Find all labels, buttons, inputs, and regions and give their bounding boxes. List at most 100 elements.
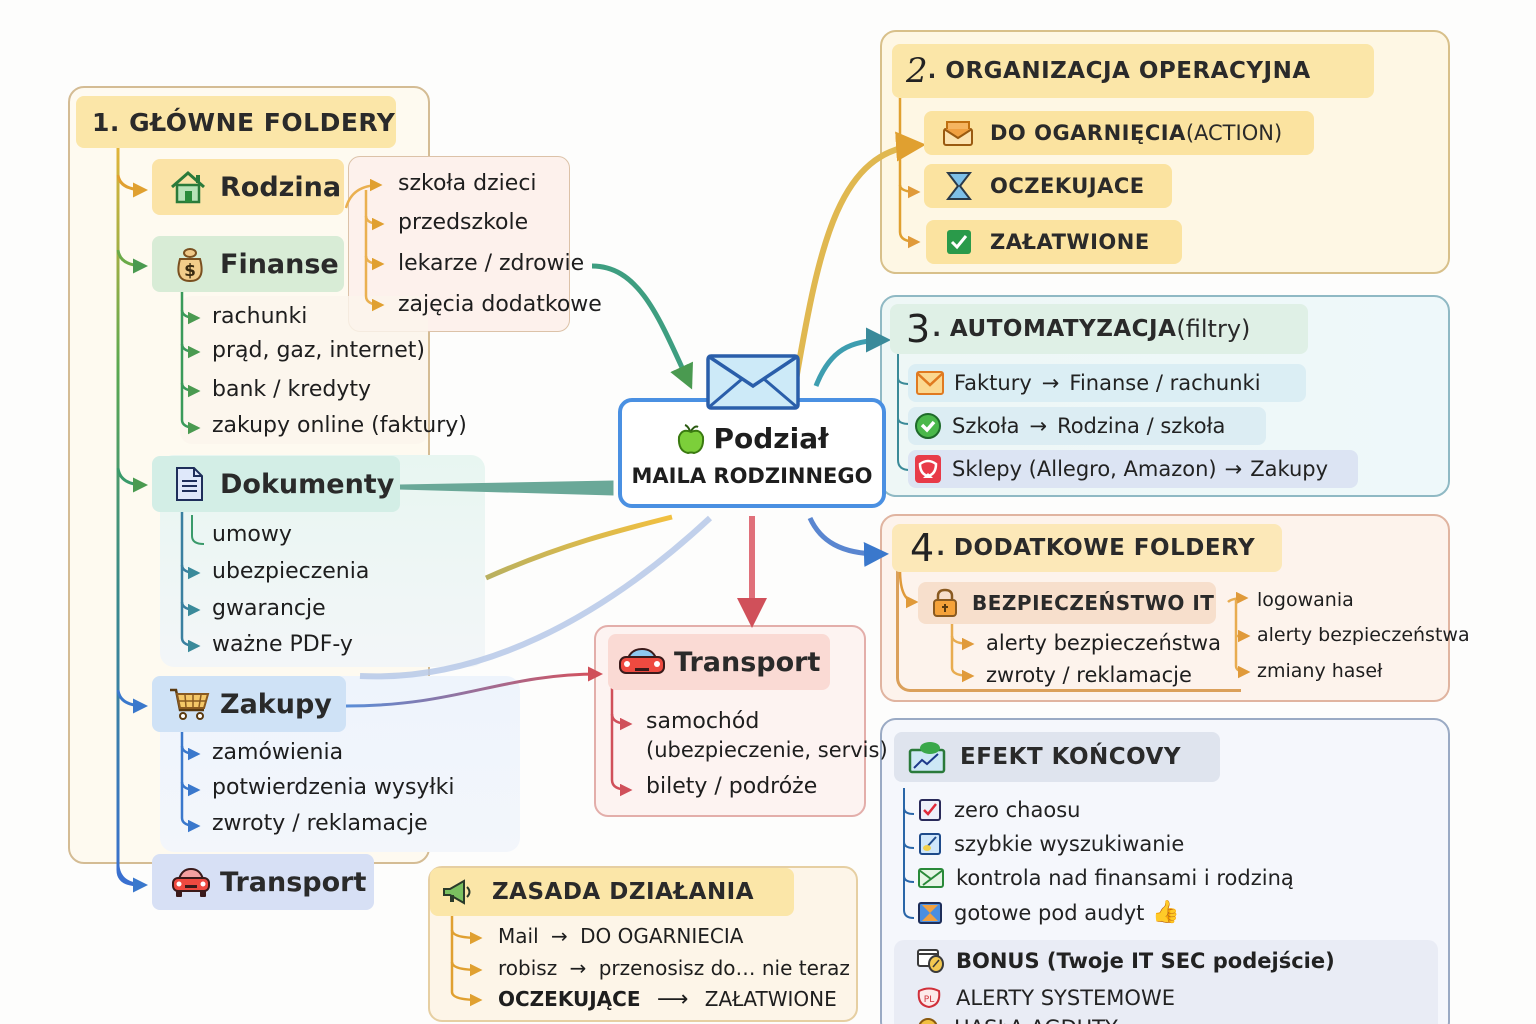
section3-title: . AUTOMATYZACJA (932, 316, 1177, 342)
badge-icon (916, 948, 946, 974)
envelope-green-icon (918, 867, 944, 889)
folder-label: Rodzina (220, 171, 342, 203)
list-item[interactable]: bank / kredyty (212, 377, 371, 402)
efekt-label: szybkie wyszukiwanie (954, 832, 1185, 856)
folder-finanse[interactable]: $ Finanse (152, 236, 344, 292)
section4-title: . DODATKOWE FOLDERY (936, 535, 1256, 561)
alert-icon: PL (916, 987, 942, 1009)
efekt-label: kontrola nad finansami i rodziną (956, 866, 1294, 890)
status-label: OCZEKUJACE (990, 174, 1145, 198)
list-item[interactable]: potwierdzenia wysyłki (212, 775, 455, 800)
section3-header: 3 . AUTOMATYZACJA (filtry) (890, 304, 1308, 354)
folder-bezpieczenstwo-it[interactable]: BEZPIECZEŃSTWO IT (918, 582, 1216, 624)
list-item[interactable]: zakupy online (faktury) (212, 413, 467, 438)
list-item[interactable]: alerty bezpieczeństwa (1257, 624, 1470, 646)
bonus-label: ALERTY SYSTEMOWE (956, 986, 1175, 1010)
list-item[interactable]: zwroty / reklamacje (986, 663, 1192, 687)
list-item[interactable]: logowania (1257, 589, 1354, 611)
rule-from: Sklepy (Allegro, Amazon) (952, 457, 1217, 481)
list-item[interactable]: ubezpieczenia (212, 559, 370, 584)
svg-text:$: $ (184, 261, 196, 281)
arrow-icon: → (1029, 414, 1048, 438)
zasada-line: OCZEKUJĄCE ⟶ ZAŁATWIONE (498, 987, 837, 1012)
step-from: robisz (498, 956, 558, 980)
list-item[interactable]: zwroty / reklamacje (212, 811, 428, 836)
bonus-panel (894, 940, 1438, 1024)
list-item[interactable]: zamówienia (212, 740, 344, 765)
step-to: DO OGARNIECIA (580, 924, 744, 948)
folder-transport[interactable]: Transport (152, 854, 374, 910)
search-note-icon (918, 832, 942, 856)
link-center-section3 (813, 327, 891, 387)
center-node[interactable]: Podział MAILA RODZINNEGO (618, 398, 886, 508)
list-item[interactable]: prąd, gaz, internet) (212, 338, 425, 363)
zasada-line: robisz → przenosisz do… nie teraz (498, 956, 850, 980)
folder-label: Finanse (220, 248, 339, 280)
section2-number: 2 (906, 51, 928, 91)
checkbox-icon (946, 229, 972, 255)
arrow-icon: → (569, 956, 587, 980)
center-subtitle: MAILA RODZINNEGO (631, 464, 873, 488)
status-zalatwione[interactable]: ZAŁATWIONE (926, 220, 1182, 264)
filter-rule[interactable]: Faktury → Finanse / rachunki (908, 364, 1306, 402)
section3-title-suffix: (filtry) (1176, 315, 1251, 343)
bonus-title: BONUS (Twoje IT SEC podejście) (956, 949, 1335, 973)
center-title: Podział (713, 422, 829, 455)
folder-label: Transport (220, 866, 367, 898)
step-to: ZAŁATWIONE (704, 987, 837, 1011)
transport-label: Transport (674, 646, 821, 678)
list-item[interactable]: zajęcia dodatkowe (398, 292, 602, 317)
list-item-detail: (ubezpieczenie, servis) (646, 738, 888, 762)
efekt-item: zero chaosu (918, 798, 1080, 822)
megaphone-icon (442, 879, 474, 905)
bonus-item: HASŁA AGDUTY (916, 1016, 1118, 1024)
folder-dokumenty[interactable]: Dokumenty (152, 456, 400, 512)
list-item[interactable]: zmiany haseł (1257, 660, 1383, 682)
status-do-ogarniecia[interactable]: DO OGARNIĘCIA (ACTION) (924, 111, 1314, 155)
rule-to: Finanse / rachunki (1069, 371, 1261, 395)
padlock-icon (932, 588, 958, 618)
chart-icon (908, 740, 946, 774)
folder-zakupy[interactable]: Zakupy (152, 676, 346, 732)
folder-label: Dokumenty (220, 468, 395, 500)
status-oczekujace[interactable]: OCZEKUJACE (924, 164, 1172, 208)
folder-label: Zakupy (220, 688, 332, 720)
list-item[interactable]: gwarancje (212, 596, 326, 621)
status-suffix: (ACTION) (1185, 121, 1283, 145)
list-item[interactable]: umowy (212, 522, 292, 547)
section4-number: 4 (910, 526, 935, 570)
shopping-cart-icon (168, 686, 210, 722)
status-label: ZAŁATWIONE (990, 230, 1150, 254)
zasada-header: ZASADA DZIAŁANIA (430, 868, 794, 916)
arrow-icon: → (1041, 371, 1060, 395)
hourglass-icon (946, 171, 972, 201)
folder-rodzina[interactable]: Rodzina (152, 159, 344, 215)
zasada-line: Mail → DO OGARNIECIA (498, 924, 743, 948)
folder-label: BEZPIECZEŃSTWO IT (972, 591, 1215, 615)
list-item[interactable]: samochód (646, 709, 760, 734)
step-from: OCZEKUJĄCE (498, 987, 641, 1011)
key-icon (916, 1017, 940, 1024)
arrow-icon: ⟶ (656, 987, 689, 1012)
filter-rule[interactable]: Szkoła → Rodzina / szkoła (908, 407, 1266, 445)
list-item[interactable]: bilety / podróże (646, 774, 818, 799)
section3-number: 3 (906, 307, 931, 351)
apple-icon (676, 423, 706, 455)
finanse-items-panel (180, 296, 428, 444)
svg-text:PL: PL (924, 995, 934, 1005)
list-item[interactable]: przedszkole (398, 210, 529, 235)
rule-from: Faktury (954, 371, 1032, 395)
list-item[interactable]: alerty bezpieczeństwa (986, 631, 1221, 655)
link-ubez-center (484, 514, 673, 581)
link-center-section4 (807, 516, 889, 567)
link-rodzina-center (591, 263, 693, 390)
transport-header[interactable]: Transport (608, 634, 830, 690)
list-item[interactable]: ważne PDF-y (212, 632, 353, 657)
filter-rule[interactable]: Sklepy (Allegro, Amazon) → Zakupy (908, 450, 1358, 488)
section1-header: 1. GŁÓWNE FOLDERY (76, 96, 396, 148)
list-item[interactable]: lekarze / zdrowie (398, 251, 585, 276)
list-item[interactable]: rachunki (212, 304, 308, 329)
list-item[interactable]: szkoła dzieci (398, 171, 537, 196)
mail-icon (916, 371, 944, 395)
rule-to: Zakupy (1250, 457, 1329, 481)
